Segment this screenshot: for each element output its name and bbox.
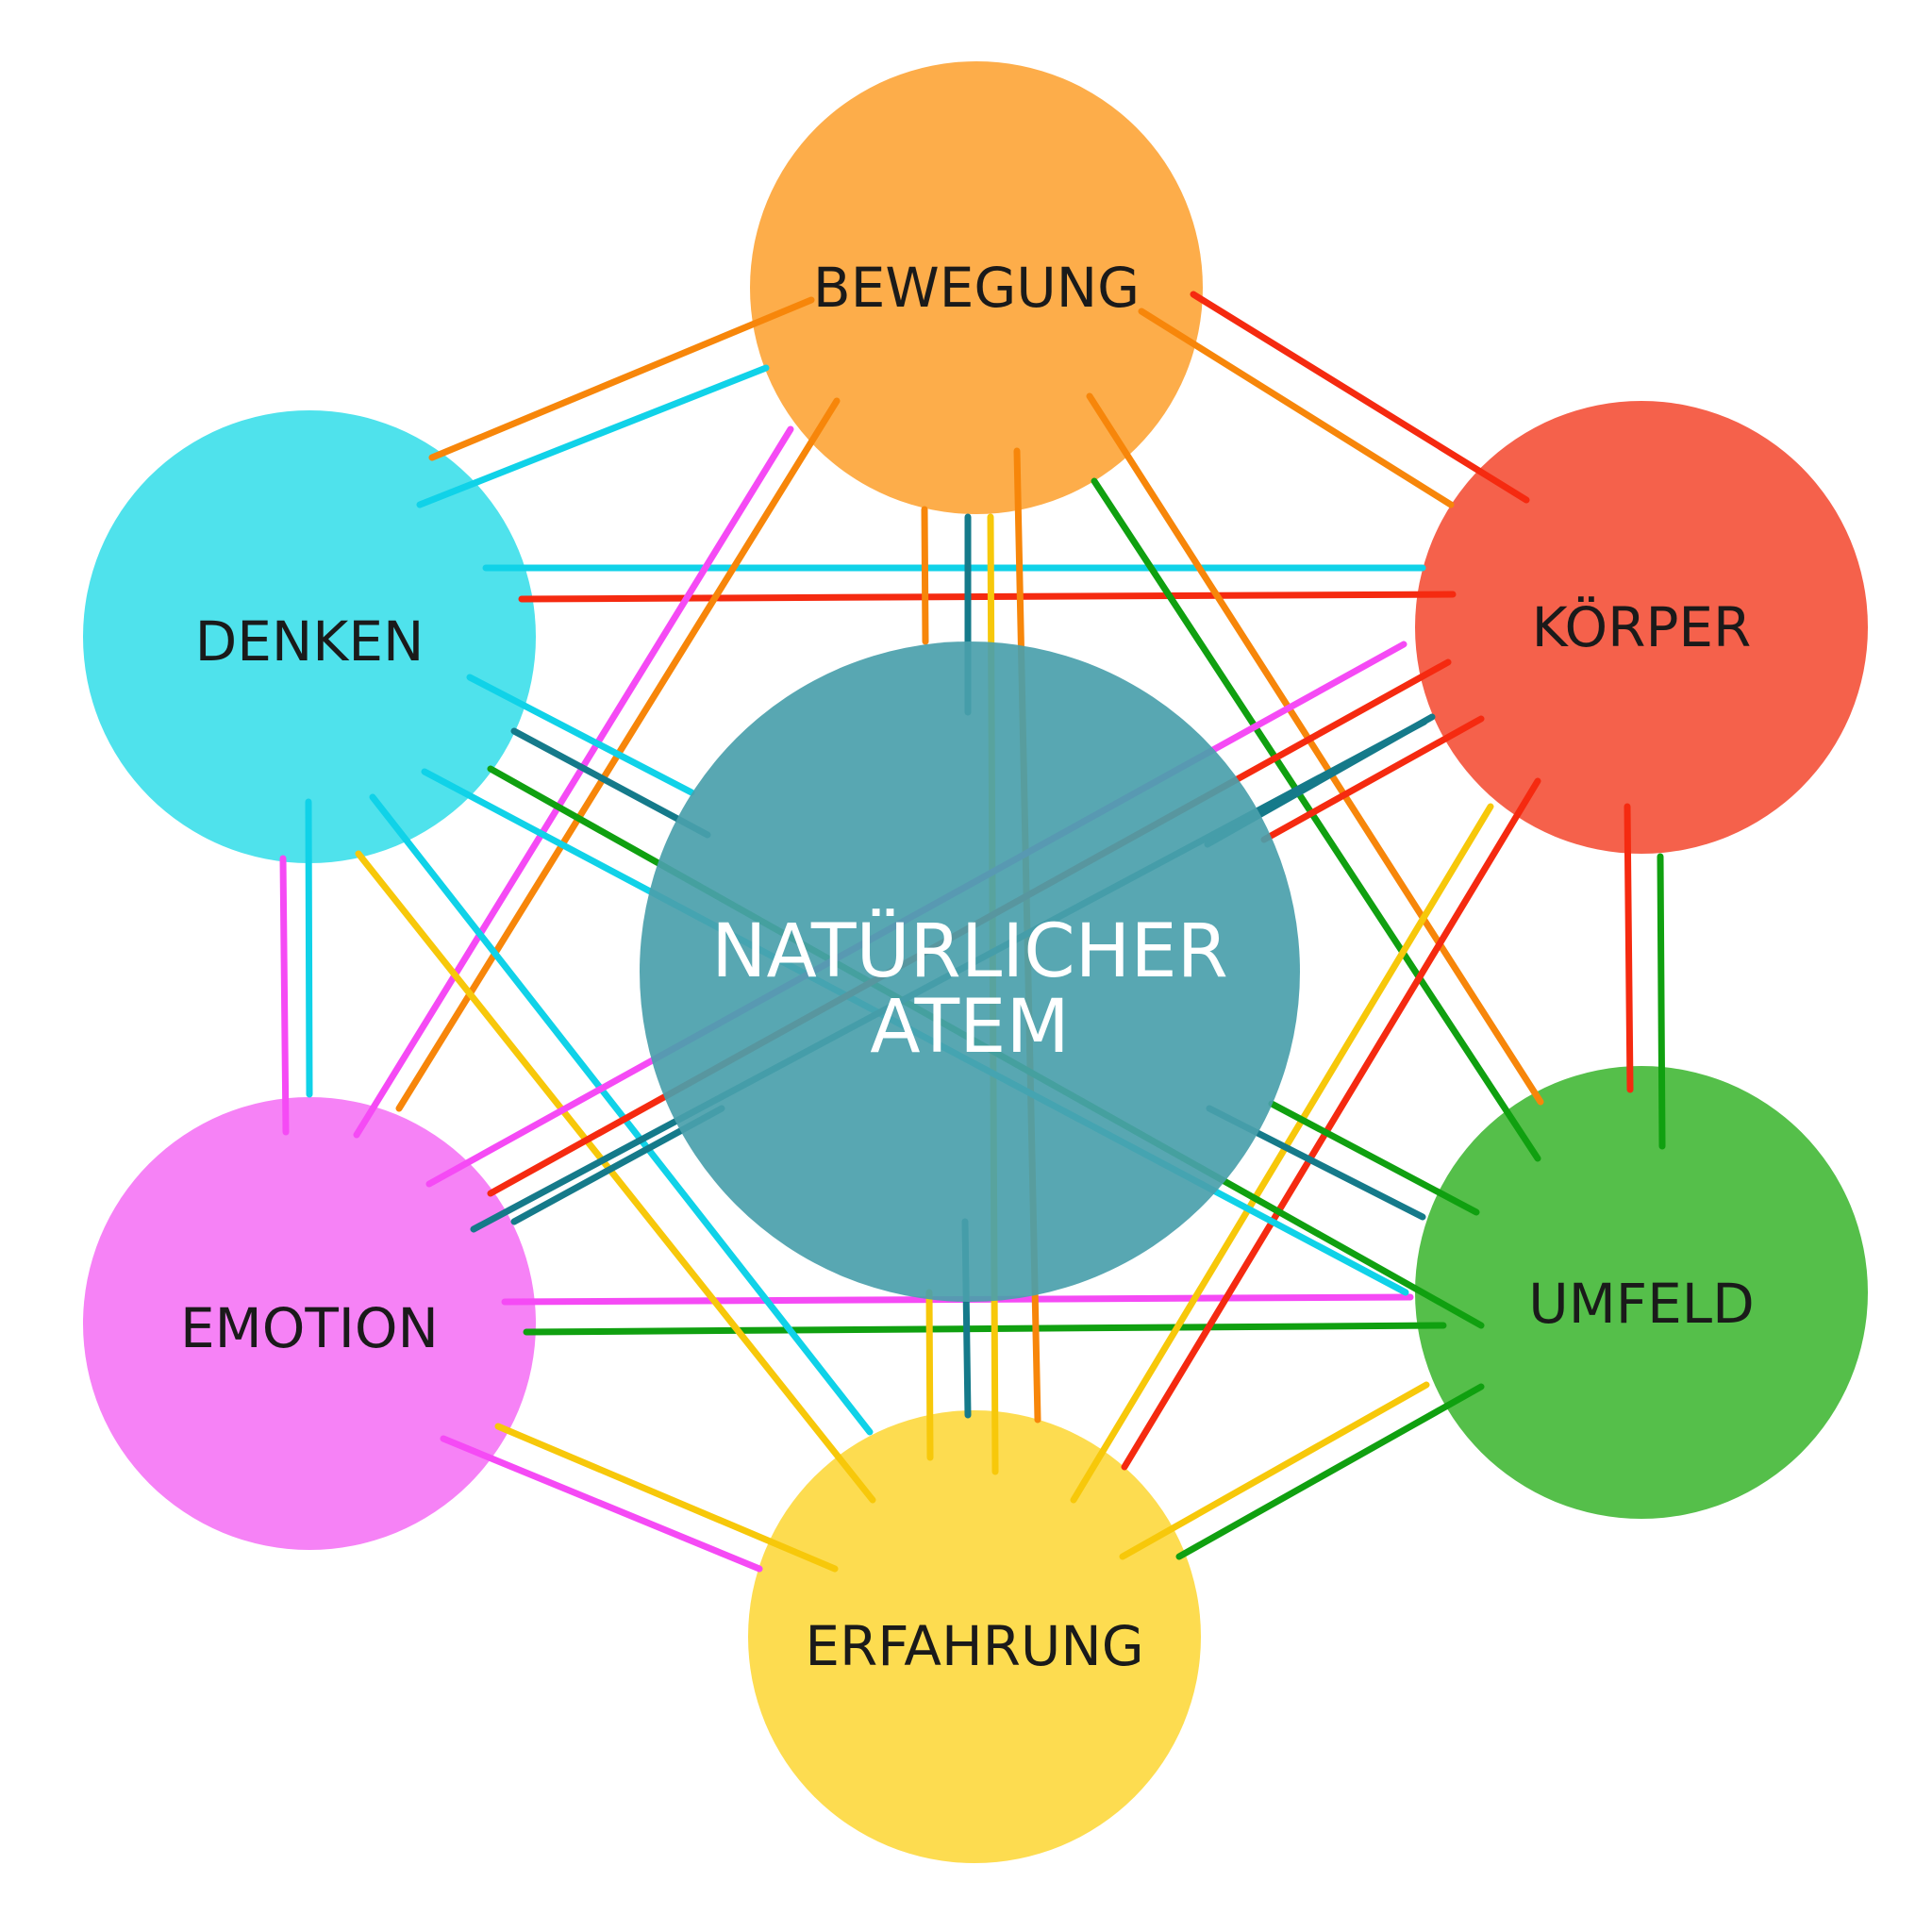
connection-line-umfeld <box>1268 1100 1480 1216</box>
connection-line-umfeld <box>523 1322 1447 1336</box>
connection-line-erfahrung <box>355 850 876 1504</box>
connection-line-denken <box>466 674 695 796</box>
node-labels: BEWEGUNG KÖRPER UMFELD ERFAHRUNG EMOTION… <box>180 256 1755 1678</box>
node-circle-emotion <box>83 1097 536 1550</box>
connection-line-center <box>510 727 711 839</box>
node-label-umfeld: UMFELD <box>1528 1272 1754 1336</box>
connection-line-denken <box>369 793 874 1436</box>
connection-line-bewegung <box>1138 308 1455 508</box>
connection-line-koerper <box>518 591 1457 603</box>
connection-line-erfahrung <box>1119 1381 1430 1560</box>
connection-lines <box>279 291 1666 1573</box>
node-circles <box>83 61 1868 1863</box>
connection-line-koerper <box>1121 777 1541 1471</box>
connection-line-umfeld <box>1091 477 1541 1162</box>
node-label-erfahrung: ERFAHRUNG <box>805 1614 1143 1678</box>
node-label-koerper: KÖRPER <box>1532 595 1752 659</box>
center-label-line2: ATEM <box>870 985 1070 1070</box>
node-label-denken: DENKEN <box>195 609 425 674</box>
connection-line-koerper <box>1260 715 1485 843</box>
node-circle-koerper <box>1415 401 1868 854</box>
center-label-line1: NATÜRLICHER <box>711 908 1228 994</box>
connection-line-koerper <box>1624 803 1634 1093</box>
connection-line-erfahrung <box>925 1289 934 1461</box>
node-circle-erfahrung <box>748 1410 1201 1863</box>
connection-line-erfahrung <box>1070 803 1494 1504</box>
connection-line-umfeld <box>1175 1383 1485 1560</box>
connection-line-bewegung <box>1086 392 1544 1106</box>
node-circle-denken <box>83 410 536 863</box>
connection-line-denken <box>416 364 770 508</box>
connection-line-denken <box>305 798 313 1098</box>
connection-line-emotion <box>353 425 794 1139</box>
connection-line-umfeld <box>1657 853 1666 1150</box>
connection-line-koerper <box>1190 291 1530 504</box>
center-circle <box>640 641 1300 1302</box>
connection-line-bewegung <box>428 296 815 461</box>
connection-line-erfahrung <box>494 1423 839 1573</box>
connection-line-emotion <box>279 855 290 1136</box>
connection-line-bewegung <box>921 506 929 645</box>
node-label-emotion: EMOTION <box>180 1296 439 1360</box>
connection-line-emotion <box>440 1435 763 1573</box>
node-circle-umfeld <box>1415 1066 1868 1519</box>
node-label-bewegung: BEWEGUNG <box>813 256 1140 320</box>
